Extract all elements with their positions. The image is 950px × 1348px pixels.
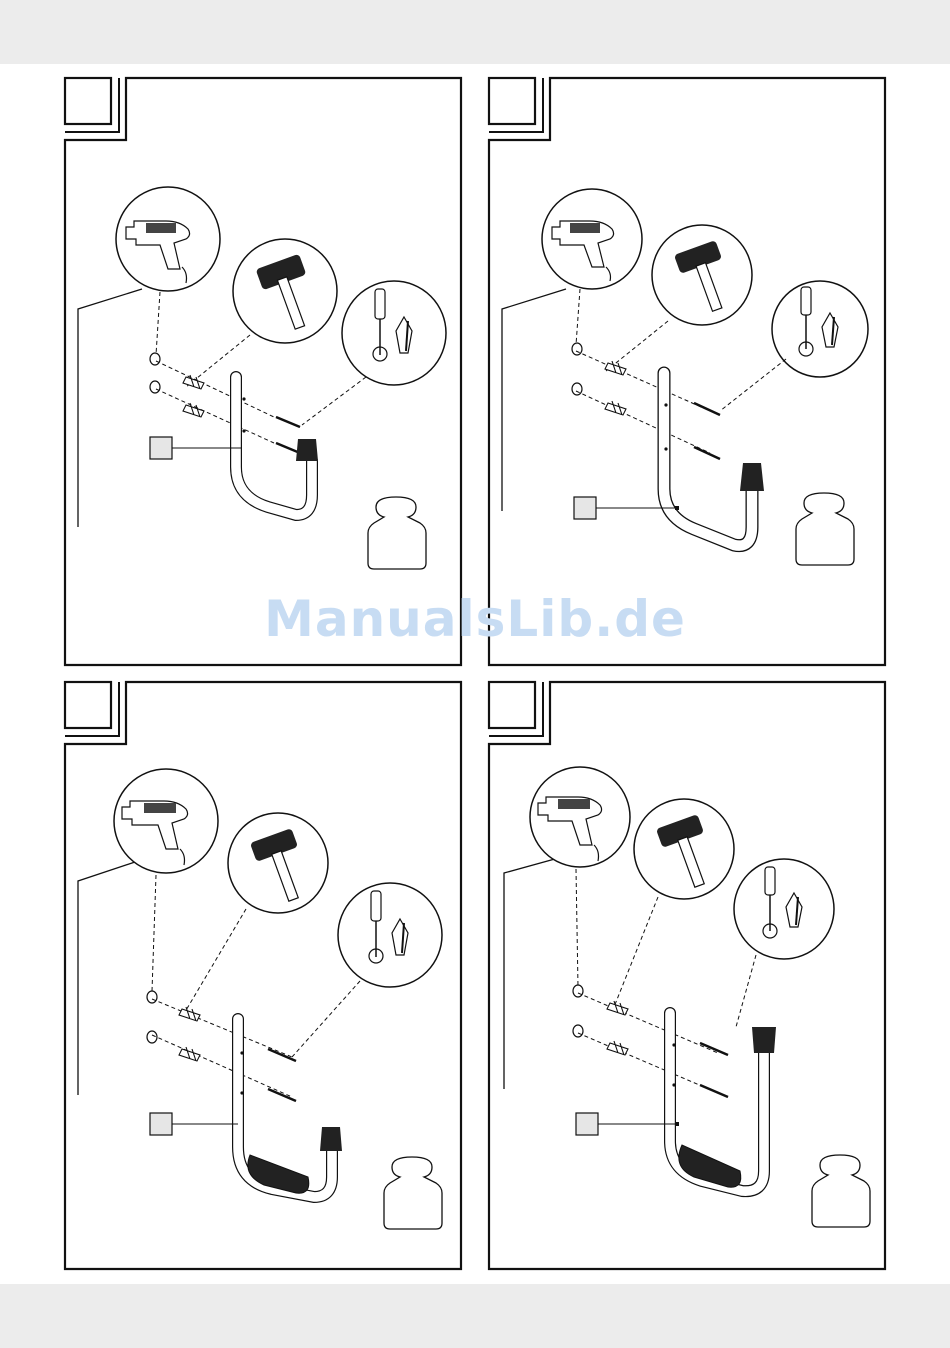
hook-bracket-icon: [238, 1019, 342, 1197]
weight-icon: [796, 493, 854, 565]
screwdriver-icon: [342, 281, 446, 385]
screwdriver-icon: [338, 883, 442, 987]
step-number-box: [489, 682, 535, 728]
drill-hole-marks: [573, 985, 583, 1037]
wall-line: [78, 289, 142, 527]
hammer-icon: [634, 799, 734, 899]
step-panel-4: [488, 681, 888, 1273]
wall-line: [78, 861, 138, 1095]
wall-anchor-icon: [607, 1001, 628, 1055]
weight-icon: [368, 497, 426, 569]
wall-anchor-icon: [179, 1007, 200, 1061]
step-panel-3: [64, 681, 464, 1273]
wall-anchor-icon: [183, 375, 204, 417]
screw-icon: [694, 403, 720, 459]
step-number-box: [489, 78, 535, 124]
wall-line: [504, 857, 562, 1089]
drill-icon: [530, 767, 630, 867]
hook-bracket-icon: [236, 377, 318, 515]
wall-anchor-icon: [605, 361, 626, 415]
drill-icon: [542, 189, 642, 289]
drill-hole-marks: [150, 353, 160, 393]
screw-icon: [276, 417, 300, 453]
step-panel-2: [488, 77, 888, 669]
hammer-icon: [228, 813, 328, 913]
wall-line: [502, 289, 566, 511]
step-number-box: [65, 78, 111, 124]
screwdriver-icon: [734, 859, 834, 959]
weight-icon: [384, 1157, 442, 1229]
hammer-icon: [233, 239, 337, 343]
step-panel-1: [64, 77, 464, 669]
hammer-icon: [652, 225, 752, 325]
part-callout-box: [150, 1113, 172, 1135]
weight-icon: [812, 1155, 870, 1227]
part-callout-box: [574, 497, 596, 519]
drill-icon: [116, 187, 220, 291]
drill-hole-marks: [572, 343, 582, 395]
part-callout-box: [576, 1113, 598, 1135]
manual-page: [0, 64, 950, 1284]
hook-bracket-icon: [664, 373, 764, 546]
screwdriver-icon: [772, 281, 868, 377]
watermark: ManualsLib.de: [0, 590, 950, 648]
step-number-box: [65, 682, 111, 728]
hook-bracket-icon: [670, 1013, 776, 1191]
part-callout-box: [150, 437, 172, 459]
drill-icon: [114, 769, 218, 873]
